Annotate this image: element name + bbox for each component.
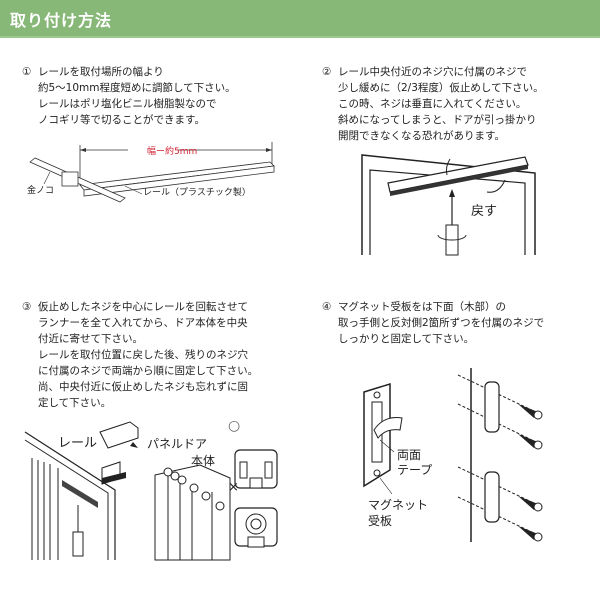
rail-label: レール [58, 436, 98, 451]
step-line: レールを取付位置に戻した後、残りのネジ穴 [38, 349, 248, 361]
rail-label: レール（プラスチック製） [143, 188, 251, 198]
page-title: 取り付け方法 [10, 11, 113, 30]
step-line: この時、ネジは垂直に入れてください。 [338, 98, 527, 110]
step-3-text: ③ 仮止めしたネジを中心にレールを回転させて ランナーを全て入れてから、ドア本体を… [22, 299, 258, 411]
width-label: 幅ー約5mm [147, 147, 198, 157]
step-number: ④ [322, 301, 332, 313]
step-line: 少し緩めに（2/3程度）仮止めして下さい。 [338, 82, 544, 94]
tape-label-2: テープ [397, 463, 433, 477]
plate-label-1: マグネット [368, 498, 429, 512]
correct-mark: ○ [228, 418, 241, 434]
step-line: 尚、中央付近に仮止めしたネジも忘れずに固 [38, 381, 248, 393]
step-4-text: ④ マグネット受板をは下面（木部）の 取っ手側と反対側2箇所ずつを付属のネジで し… [322, 299, 544, 347]
wrong-mark: × [228, 480, 239, 495]
step-line: レールはポリ塩化ビニル樹脂製なので [38, 98, 217, 110]
step-number: ③ [22, 301, 32, 313]
step-number: ② [322, 66, 332, 78]
saw-label: 金ノコ [27, 186, 55, 196]
figure-2-door-frame [361, 154, 536, 256]
step-line: レールを取付場所の幅より [38, 66, 164, 78]
step-line: 定して下さい。 [38, 397, 112, 409]
return-label: 戻す [471, 204, 498, 219]
tape-label-1: 両面 [397, 448, 422, 462]
step-line: 約5～10mm程度短めに調節して下さい。 [38, 82, 236, 94]
step-line: レール中央付近のネジ穴に付属のネジで [338, 66, 527, 78]
figure-3-panel-door [24, 421, 278, 561]
door-body-label: 本体 [191, 454, 216, 468]
step-line: 付近に寄せて下さい。 [38, 333, 143, 345]
step-line: に付属のネジで両端から順に固定して下さい。 [38, 365, 259, 377]
step-line: マグネット受板をは下面（木部）の [338, 301, 506, 313]
step-line: ランナーを全て入れてから、ドア本体を中央 [38, 317, 248, 329]
step-line: 開閉できなくなる恐れがあります。 [338, 130, 505, 142]
step-line: しっかりと固定して下さい。 [338, 333, 475, 345]
figure-4-magnet-plate [363, 368, 543, 542]
plate-label-2: 受板 [368, 514, 393, 528]
step-1-text: ① レールを取付場所の幅より 約5～10mm程度短めに調節して下さい。 レールはポ… [22, 64, 236, 128]
page-header: 取り付け方法 [0, 0, 600, 38]
step-line: 仮止めしたネジを中心にレールを回転させて [38, 301, 248, 313]
step-line: 取っ手側と反対側2箇所ずつを付属のネジで [338, 317, 545, 329]
figure-1-rail-cutting [29, 142, 275, 203]
step-2-text: ② レール中央付近のネジ穴に付属のネジで 少し緩めに（2/3程度）仮止めして下さい… [322, 64, 544, 144]
step-number: ① [22, 66, 32, 78]
step-line: ノコギリ等で切ることができます。 [38, 114, 205, 126]
panel-door-label: パネルドア [147, 437, 208, 451]
step-line: 斜めになってしまうと、ドアが引っ掛かり [338, 114, 537, 126]
